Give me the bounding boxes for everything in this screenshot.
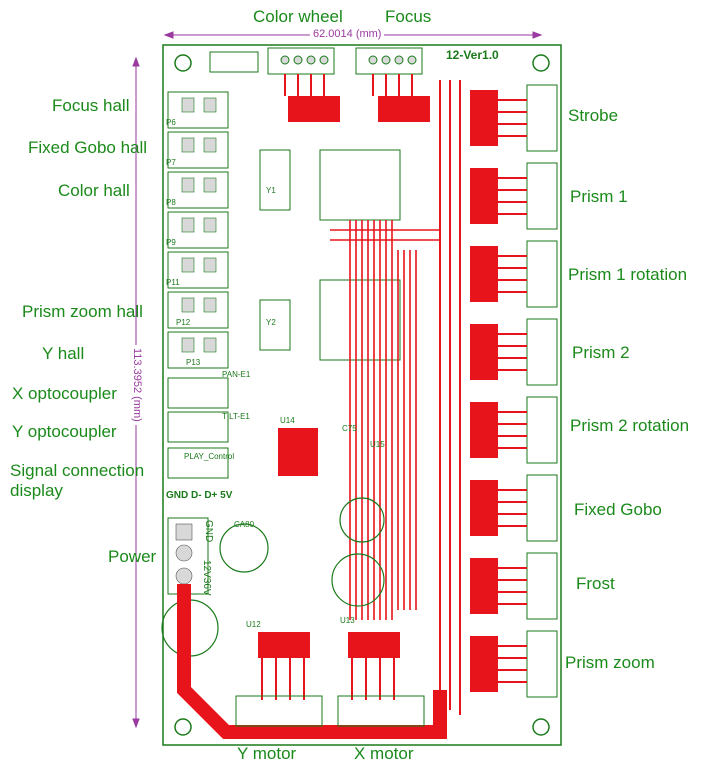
label-prism-zoom: Prism zoom: [565, 653, 655, 672]
power-pin-labels: GND D- D+ 5V: [166, 490, 233, 501]
label-color-wheel: Color wheel: [253, 7, 343, 26]
mount-hole-bl: [174, 718, 192, 736]
ref-p6: P6: [166, 118, 176, 127]
ref-u14: U14: [280, 416, 295, 425]
ref-ca80: CA80: [234, 520, 255, 529]
power-trace: [177, 584, 447, 739]
mount-hole-tr: [532, 54, 550, 72]
label-frost: Frost: [576, 574, 615, 593]
bottom-motor-ics: [258, 632, 400, 658]
power-connector: [167, 517, 209, 595]
label-prism-1: Prism 1: [570, 187, 628, 206]
top-motor-ics: [288, 96, 430, 122]
width-dimension-label: 62.0014 (mm): [310, 28, 385, 40]
ref-play-control: PLAY_Control: [184, 452, 235, 461]
label-x-motor: X motor: [354, 744, 414, 763]
label-focus-hall: Focus hall: [52, 96, 130, 115]
ref-tilt-e1: TILT-E1: [222, 412, 250, 421]
label-signal-connection: Signal connection display: [10, 461, 145, 501]
ref-u13: U13: [340, 616, 355, 625]
ref-p12: P12: [176, 318, 191, 327]
driver-ics: [470, 90, 498, 692]
label-prism-2-rotation: Prism 2 rotation: [570, 416, 690, 435]
power-rail-label: 12V36V: [201, 560, 212, 596]
label-color-hall: Color hall: [58, 181, 130, 200]
label-y-motor: Y motor: [237, 744, 297, 763]
top-motor-traces: [284, 74, 413, 96]
label-prism-2: Prism 2: [572, 343, 630, 362]
ref-p9: P9: [166, 238, 176, 247]
electrolytic-caps: [161, 497, 385, 657]
ref-pan-e1: PAN-E1: [222, 370, 251, 379]
label-fixed-gobo: Fixed Gobo: [574, 500, 662, 519]
right-connectors: [526, 84, 558, 698]
label-power: Power: [108, 547, 157, 566]
left-connector-pads: [181, 97, 217, 353]
gnd-label: GND: [203, 520, 214, 543]
ref-y2: Y2: [266, 318, 276, 327]
bottom-motor-traces: [261, 658, 395, 700]
regulator-ic: [278, 428, 318, 476]
top-connectors: [209, 47, 423, 75]
label-prism-1-rotation: Prism 1 rotation: [568, 265, 688, 284]
label-focus: Focus: [385, 7, 432, 26]
left-connectors: [167, 91, 229, 479]
ref-c75: C75: [342, 424, 357, 433]
mount-hole-tl: [174, 54, 192, 72]
ref-p13: P13: [186, 358, 201, 367]
label-prism-zoom-hall: Prism zoom hall: [22, 302, 143, 321]
ref-u15: U15: [370, 440, 385, 449]
bottom-connectors: [235, 695, 425, 727]
label-y-optocoupler: Y optocoupler: [12, 422, 117, 441]
ref-y1: Y1: [266, 186, 276, 195]
ref-p11: P11: [166, 278, 180, 287]
height-dimension-label: 113.3952 (mm): [131, 345, 143, 425]
label-strobe: Strobe: [568, 106, 619, 125]
driver-traces: [439, 80, 527, 715]
label-y-hall: Y hall: [42, 344, 85, 363]
ref-p8: P8: [166, 198, 176, 207]
label-fixed-gobo-hall: Fixed Gobo hall: [28, 138, 148, 157]
mcu-blocks: [259, 149, 401, 361]
ref-u12: U12: [246, 620, 261, 629]
central-bus-traces: [330, 220, 440, 620]
label-x-optocoupler: X optocoupler: [12, 384, 117, 403]
board-version: 12-Ver1.0: [446, 48, 499, 62]
ref-p7: P7: [166, 158, 176, 167]
mount-hole-br: [532, 718, 550, 736]
